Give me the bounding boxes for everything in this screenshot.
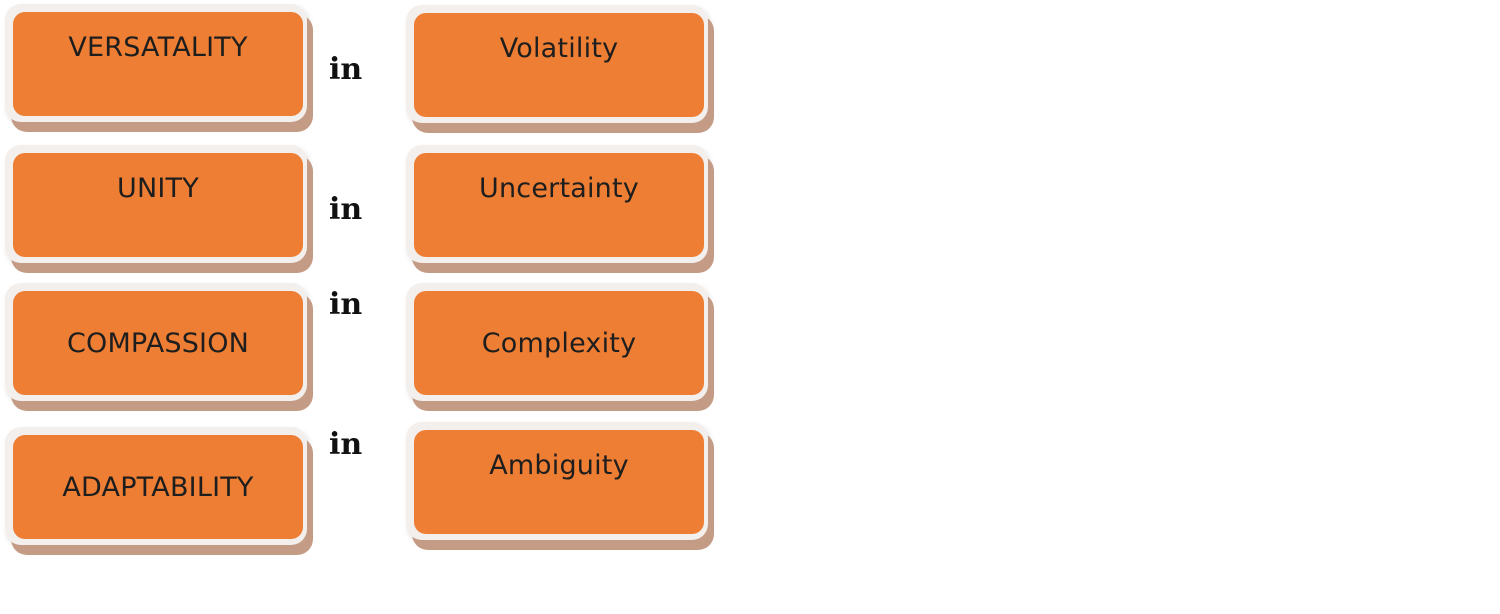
connector-in: in — [329, 427, 363, 462]
connector-in: in — [329, 287, 363, 322]
quality-label: ADAPTABILITY — [13, 435, 303, 539]
quality-box-unity: UNITY — [5, 145, 307, 263]
connector-in: in — [329, 192, 363, 227]
quality-box-compassion: COMPASSION — [5, 283, 307, 401]
challenge-label: Complexity — [414, 291, 704, 395]
challenge-box-volatility: Volatility — [406, 5, 708, 123]
quality-label: UNITY — [13, 153, 303, 257]
challenge-label: Volatility — [414, 13, 704, 117]
challenge-label: Uncertainty — [414, 153, 704, 257]
connector-in: in — [329, 52, 363, 87]
challenge-box-complexity: Complexity — [406, 283, 708, 401]
quality-label: VERSATALITY — [13, 12, 303, 116]
quality-label: COMPASSION — [13, 291, 303, 395]
challenge-box-uncertainty: Uncertainty — [406, 145, 708, 263]
quality-box-adaptability: ADAPTABILITY — [5, 427, 307, 545]
challenge-label: Ambiguity — [414, 430, 704, 534]
quality-box-versatality: VERSATALITY — [5, 4, 307, 122]
challenge-box-ambiguity: Ambiguity — [406, 422, 708, 540]
